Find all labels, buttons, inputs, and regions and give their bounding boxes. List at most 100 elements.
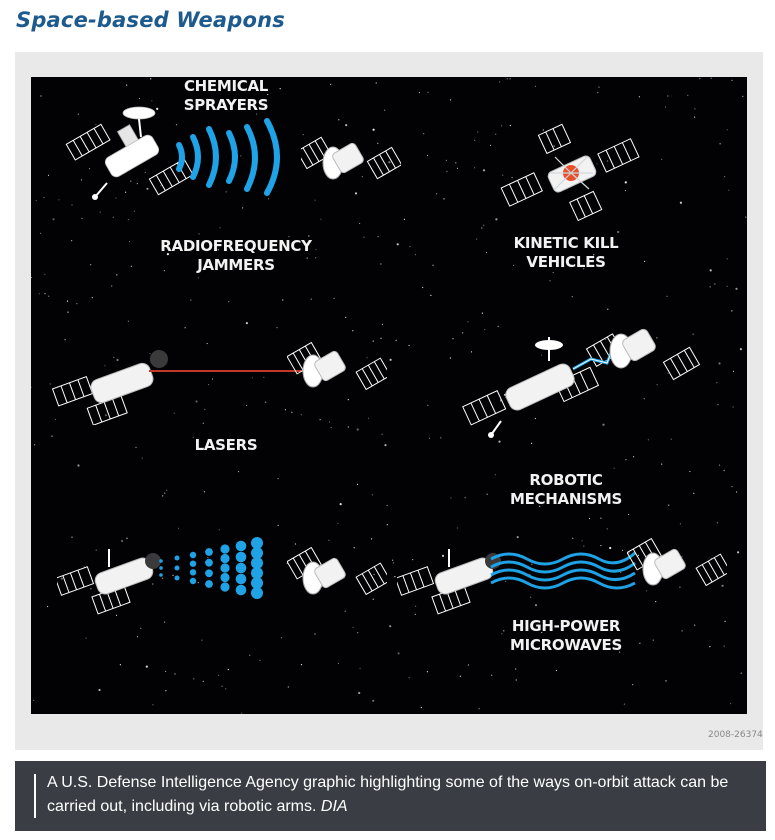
star [644, 260, 646, 262]
star [115, 614, 118, 617]
star [647, 439, 650, 441]
star [193, 678, 195, 680]
star [77, 113, 79, 115]
star [337, 662, 340, 665]
star [464, 497, 466, 499]
star [306, 257, 308, 259]
star [198, 233, 200, 235]
star [77, 464, 80, 467]
label-chemical: CHEMICAL SPRAYERS [171, 77, 281, 115]
star [679, 201, 683, 204]
star [371, 494, 373, 496]
star [732, 406, 734, 408]
star [130, 265, 132, 267]
star [347, 426, 349, 428]
star [330, 83, 332, 85]
star [415, 605, 417, 607]
star [484, 328, 486, 331]
label-lasers: LASERS [171, 436, 281, 455]
star [474, 139, 476, 141]
spray-dot [174, 565, 180, 571]
star [481, 227, 483, 229]
star [54, 418, 57, 421]
star [156, 107, 159, 110]
star [52, 218, 55, 221]
star [300, 414, 302, 416]
star [710, 77, 712, 79]
star [64, 339, 66, 341]
robotic-arm-satellites-icon [462, 328, 701, 438]
star [483, 224, 485, 226]
star [505, 580, 507, 582]
star [667, 372, 669, 374]
star [152, 704, 154, 706]
star [724, 620, 726, 623]
star [553, 145, 555, 147]
star [709, 646, 711, 648]
star [541, 354, 543, 356]
star [197, 582, 199, 584]
star [127, 320, 129, 322]
star [506, 78, 508, 80]
spray-dot [251, 587, 263, 599]
star [372, 598, 374, 600]
star [328, 539, 330, 541]
star [534, 417, 536, 420]
star [358, 691, 361, 695]
star [661, 158, 663, 160]
star [230, 106, 232, 108]
star [356, 483, 359, 485]
star [151, 100, 153, 102]
star [511, 177, 513, 179]
star [98, 688, 101, 692]
star [126, 537, 128, 539]
star [408, 344, 410, 347]
star [99, 211, 101, 213]
star [337, 522, 339, 524]
star [277, 524, 279, 526]
star [467, 321, 469, 323]
star [128, 240, 131, 243]
star [474, 167, 476, 169]
star [373, 573, 375, 576]
star [423, 133, 425, 135]
star [661, 463, 663, 465]
star [624, 190, 627, 192]
star [613, 467, 615, 469]
star [490, 144, 492, 146]
spray-dot [235, 584, 247, 596]
star [637, 554, 640, 556]
star [203, 491, 206, 493]
star [513, 264, 515, 266]
star [353, 547, 355, 549]
star [113, 356, 115, 358]
spray-dot [235, 573, 247, 585]
star [359, 667, 361, 669]
star [284, 409, 286, 411]
label-chemical-line2: SPRAYERS [183, 96, 269, 114]
star [694, 116, 696, 118]
star [737, 551, 740, 554]
star [174, 673, 176, 675]
star [735, 287, 738, 290]
star [581, 540, 583, 542]
star [681, 556, 683, 558]
star [121, 539, 124, 543]
star [543, 483, 545, 485]
star [530, 596, 532, 598]
star [40, 232, 42, 234]
caption-text: A U.S. Defense Intelligence Agency graph… [47, 774, 729, 815]
star [516, 536, 519, 539]
star [80, 179, 83, 181]
star [152, 583, 154, 585]
star [219, 227, 221, 229]
star [162, 495, 164, 497]
spray-dot [189, 560, 197, 567]
star [396, 243, 399, 246]
star [740, 672, 742, 674]
star [656, 384, 658, 386]
star [314, 633, 316, 635]
star [392, 562, 395, 564]
star [71, 536, 73, 538]
star [116, 274, 118, 276]
